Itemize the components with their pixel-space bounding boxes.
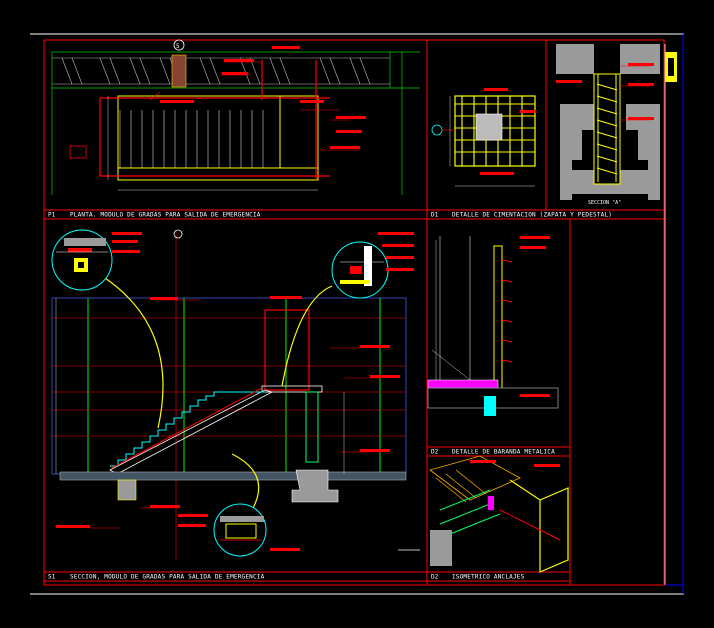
stair-steps [110, 391, 265, 467]
stair-red-tread-line [111, 387, 263, 469]
iso-beam [509, 479, 569, 573]
railing-main-post [493, 245, 503, 397]
landing-beam [261, 385, 323, 393]
railing-title: DETALLE DE BARANDA METALICA [452, 449, 555, 456]
detail-bubble-bottom [213, 503, 267, 557]
sheet-border [30, 33, 684, 595]
section-a-label: SECCION "A" [588, 200, 621, 206]
section-axis-marker [173, 229, 183, 239]
plan-grid [51, 51, 420, 195]
stair-stringer [109, 389, 274, 475]
foundation-labels [480, 88, 536, 175]
section-grid-columns [87, 298, 381, 474]
foundation-dimensions [449, 96, 535, 187]
callout-arc-bottom [231, 453, 260, 511]
section-dimension-lines [55, 298, 345, 474]
iso-concrete-block [430, 530, 452, 566]
railing-base-plate [427, 379, 499, 389]
detail-bubble-left [51, 229, 113, 291]
lower-footing [117, 479, 137, 501]
stair-section-drawing: S1 SECCION, MODULO DE GRADAS PARA SALIDA… [48, 229, 414, 581]
railing-code: D2 [431, 449, 439, 456]
section-labels [556, 63, 654, 120]
plan-hatched-column [171, 54, 187, 88]
ground-slab [59, 471, 407, 481]
isometric-detail: D2 ISOMETRICO ANCLAJES [429, 455, 569, 581]
plan-drawing: 5 P1 PLANTA. MODULO DE GRADAS PARA SALID… [48, 39, 420, 219]
upper-door-frame [264, 309, 310, 391]
plan-stair-treads [119, 110, 264, 168]
callout-arc-right [281, 285, 333, 387]
callout-arc-left [104, 277, 164, 429]
section-a-detail: SECCION "A" [556, 44, 660, 206]
foundation-title: DETALLE DE CIMENTACION (ZAPATA Y PEDESTA… [452, 212, 612, 219]
foundation-code: D1 [431, 212, 439, 219]
plan-railing-pattern [52, 57, 390, 85]
slab-opening [594, 44, 620, 74]
axis-marker-label: 5 [176, 43, 180, 50]
railing-posts [439, 236, 471, 380]
column-footing [291, 469, 339, 503]
panel-frames [43, 39, 665, 586]
foundation-callout [431, 124, 443, 136]
support-column [305, 391, 319, 463]
section-title: SECCION, MODULO DE GRADAS PARA SALIDA DE… [70, 574, 265, 581]
pedestal-plan [475, 113, 503, 141]
railing-dim-lines [431, 240, 471, 381]
plan-stair-outline [117, 95, 319, 181]
plan-red-members [99, 60, 330, 180]
plan-dimension-lines [107, 96, 318, 191]
isometric-code: D2 [431, 574, 439, 581]
detail-bubble-right [331, 241, 389, 299]
footing-section [560, 104, 660, 200]
axis-marker-circle [173, 39, 185, 51]
section-code: S1 [48, 574, 56, 581]
iso-anchor-bolt [488, 496, 494, 510]
pedestal-stirrups [596, 74, 618, 182]
railing-balusters [501, 259, 513, 363]
section-labels [56, 296, 400, 528]
section-blue-frame [51, 297, 407, 475]
footing-outline [454, 95, 536, 167]
plan-small-symbol [69, 145, 87, 159]
isometric-title: ISOMETRICO ANCLAJES [452, 574, 525, 581]
plan-code: P1 [48, 212, 56, 219]
railing-detail: D2 DETALLE DE BARANDA METALICA [427, 236, 559, 456]
railing-anchor [484, 396, 496, 416]
foundation-detail: D1 DETALLE DE CIMENTACION (ZAPATA Y PEDE… [431, 88, 612, 219]
iso-beam-flange [499, 509, 561, 541]
plan-labels [160, 46, 366, 149]
plan-title: PLANTA. MODULO DE GRADAS PARA SALIDA DE … [70, 212, 261, 219]
iso-plates [429, 455, 521, 503]
